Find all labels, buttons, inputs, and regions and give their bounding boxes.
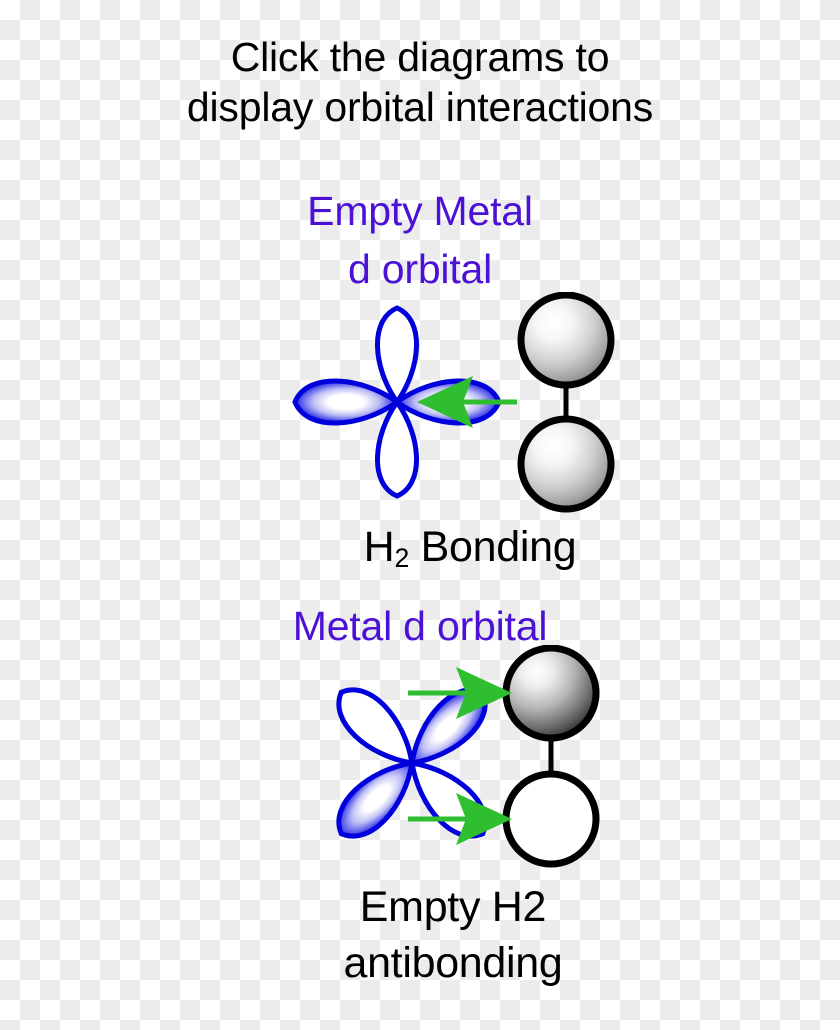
caption-subscript: 2 bbox=[394, 542, 409, 573]
panel-1-heading-line-2: d orbital bbox=[347, 246, 493, 292]
orbital-lobe-left-filled bbox=[292, 378, 402, 426]
orbital-lobe-lower-left-filled bbox=[336, 759, 416, 839]
orbital-lobe-top-empty bbox=[375, 305, 419, 407]
arrow-head bbox=[456, 793, 512, 845]
caption-h-symbol: H bbox=[363, 523, 395, 571]
orbital-interaction-diagram-bonding[interactable] bbox=[285, 292, 630, 527]
arrow-head bbox=[456, 667, 512, 719]
page-title-line-1: Click the diagrams to bbox=[230, 34, 610, 80]
panel-1-heading-line-1: Empty Metal bbox=[307, 188, 533, 234]
h2-molecule-bonding bbox=[517, 292, 615, 513]
page-title-line-2: display orbital interactions bbox=[186, 84, 654, 130]
hydrogen-sphere-top-filled bbox=[502, 645, 600, 742]
hydrogen-sphere-bottom-empty bbox=[502, 770, 600, 868]
panel-1-caption: H2 Bonding bbox=[0, 519, 840, 580]
hydrogen-sphere-top bbox=[517, 292, 615, 389]
orbital-lobe-bottom-empty bbox=[375, 397, 419, 499]
orbital-interaction-diagram-antibonding[interactable] bbox=[300, 645, 630, 880]
orbital-lobe-upper-left-empty bbox=[336, 687, 416, 767]
hydrogen-sphere-bottom bbox=[517, 415, 615, 513]
panel-2-heading-line-1: Metal d orbital bbox=[292, 603, 548, 649]
panel-2-caption-line-1: Empty H2 bbox=[359, 883, 547, 931]
orbital-lobe-lower-right-empty bbox=[408, 759, 488, 839]
panel-1-caption-line: H2 Bonding bbox=[0, 519, 840, 580]
panel-2-heading: Metal d orbital bbox=[0, 597, 840, 655]
backdonation-arrow-upper bbox=[408, 667, 512, 719]
panel-2-caption: Empty H2 antibonding bbox=[0, 879, 840, 991]
h2-molecule-antibonding bbox=[502, 645, 600, 868]
arrow-head bbox=[417, 376, 473, 428]
panel-2-caption-line-2: antibonding bbox=[343, 939, 563, 987]
caption-remainder: Bonding bbox=[408, 523, 577, 571]
donation-arrow-left bbox=[417, 376, 517, 428]
backdonation-arrow-lower bbox=[408, 793, 512, 845]
page-title: Click the diagrams to display orbital in… bbox=[0, 32, 840, 132]
panel-1-heading: Empty Metal d orbital bbox=[0, 182, 840, 298]
